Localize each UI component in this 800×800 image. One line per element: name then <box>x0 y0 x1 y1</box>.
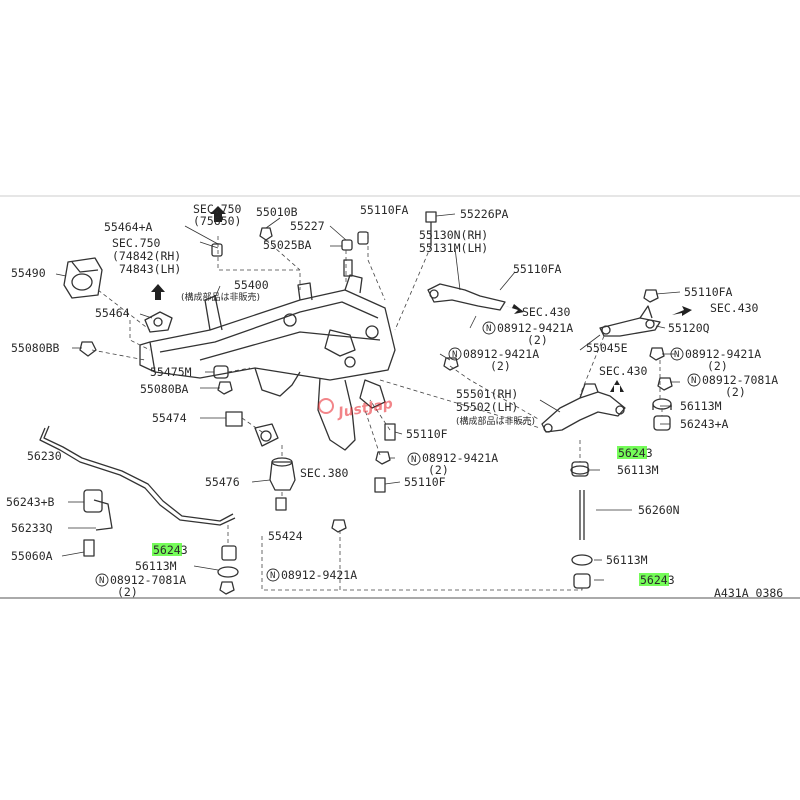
n-mark: N <box>99 576 104 586</box>
part-labels: 55464+A SEC.750 (75650) 55010B 55227 551… <box>6 202 783 600</box>
watermark-text: JustJap <box>334 396 394 422</box>
direction-arrows <box>151 206 692 392</box>
label-55025ba: 55025BA <box>263 238 312 252</box>
brand-watermark: JustJap <box>318 396 394 422</box>
label-55227: 55227 <box>290 219 325 233</box>
stabilizer-bar-illustration <box>39 425 239 595</box>
n-mark: N <box>452 350 457 360</box>
n-mark: N <box>270 571 275 581</box>
label-55475m: 55475M <box>150 365 192 379</box>
label-55060a: 55060A <box>11 549 53 563</box>
label-56113m-d: 56113M <box>606 553 648 567</box>
label-55400: 55400 <box>234 278 269 292</box>
label-sec430-a: SEC.430 <box>522 305 571 319</box>
n-mark: N <box>691 376 696 386</box>
n-mark: N <box>674 350 679 360</box>
label-08912-9421a-a: 08912-9421A <box>497 321 573 335</box>
label-74843: 74843(LH) <box>119 262 181 276</box>
label-56243-a: 56243 <box>618 446 653 460</box>
rear-suspension-member-illustration <box>139 274 396 451</box>
n-mark: N <box>486 324 491 334</box>
label-56243-c: 56243 <box>640 573 675 587</box>
label-55110fa-a: 55110FA <box>360 203 409 217</box>
label-08912-9421a-a-qty: (2) <box>527 333 548 347</box>
figure-code: A431A 0386 <box>714 586 783 600</box>
label-55010b: 55010B <box>256 205 298 219</box>
label-08912-9421a-d: 08912-9421A <box>422 451 498 465</box>
label-sec750-a: SEC.750 <box>193 202 242 216</box>
part-highlights <box>152 446 669 586</box>
label-55080ba: 55080BA <box>140 382 189 396</box>
label-55474: 55474 <box>152 411 187 425</box>
label-55502: 55502(LH) <box>456 400 518 414</box>
label-sec750-b: SEC.750 <box>112 236 161 250</box>
label-08912-9421a-d-qty: (2) <box>428 463 449 477</box>
label-55490: 55490 <box>11 266 46 280</box>
label-08912-9421a-c-qty: (2) <box>707 359 728 373</box>
label-55226pa: 55226PA <box>460 207 509 221</box>
label-55120q: 55120Q <box>668 321 710 335</box>
label-sec750-a-ref: (75650) <box>193 214 241 228</box>
diagram-frame <box>0 195 800 599</box>
lower-arm-illustration <box>541 383 626 433</box>
label-55045e: 55045E <box>586 341 628 355</box>
label-08912-7081a-b-qty: (2) <box>117 585 138 599</box>
label-56113m-a: 56113M <box>680 399 722 413</box>
label-08912-9421a-b: 08912-9421A <box>463 347 539 361</box>
label-56113m-b: 56113M <box>617 463 659 477</box>
label-56113m-c: 56113M <box>135 559 177 573</box>
label-55501: 55501(RH) <box>456 387 518 401</box>
label-08912-7081a-b: 08912-7081A <box>110 573 186 587</box>
label-56243-b: 56243 <box>153 543 188 557</box>
label-56243a: 56243+A <box>680 417 729 431</box>
label-55130n: 55130N(RH) <box>419 228 488 242</box>
circled-n-marks: N N N N N N N <box>95 321 701 587</box>
label-74842: (74842(RH) <box>112 249 181 263</box>
mount-bushing-55490-illustration <box>63 257 103 299</box>
label-08912-9421a-c: 08912-9421A <box>685 347 761 361</box>
label-55110fa-c: 55110FA <box>684 285 733 299</box>
label-55476: 55476 <box>205 475 240 489</box>
label-not-sold-b: (構成部品は非販売) <box>456 415 535 427</box>
label-56243b: 56243+B <box>6 495 55 509</box>
label-55110f-a: 55110F <box>406 427 448 441</box>
label-sec430-c: SEC.430 <box>599 364 648 378</box>
bushing-55476-illustration <box>254 423 296 491</box>
label-56230: 56230 <box>27 449 62 463</box>
label-55110f-b: 55110F <box>404 475 446 489</box>
leader-lines <box>55 213 681 591</box>
label-55464: 55464 <box>95 306 130 320</box>
label-55464a: 55464+A <box>104 220 153 234</box>
stopper-55464-illustration <box>144 311 173 333</box>
n-mark: N <box>411 455 416 465</box>
label-sec430-b: SEC.430 <box>710 301 759 315</box>
label-56233q: 56233Q <box>11 521 53 535</box>
label-08912-7081a-a: 08912-7081A <box>702 373 778 387</box>
label-56260n: 56260N <box>638 503 680 517</box>
label-08912-7081a-a-qty: (2) <box>725 385 746 399</box>
label-08912-9421a-b-qty: (2) <box>490 359 511 373</box>
label-55080bb: 55080BB <box>11 341 60 355</box>
label-55131m: 55131M(LH) <box>419 241 488 255</box>
label-sec380: SEC.380 <box>300 466 349 480</box>
label-55110fa-b: 55110FA <box>513 262 562 276</box>
label-08912-9421a-e: 08912-9421A <box>281 568 357 582</box>
label-not-sold-a: (構成部品は非販売) <box>181 291 260 303</box>
label-55424: 55424 <box>268 529 303 543</box>
